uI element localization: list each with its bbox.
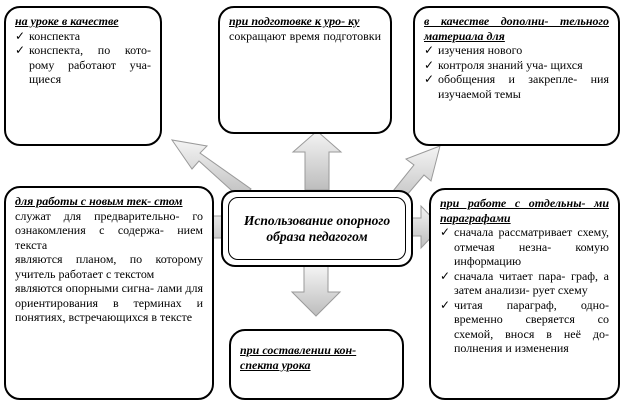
box-new-text: для работы с новым тек- стом служат для … <box>4 186 214 400</box>
box-new-text-paragraph: служат для предварительно- го ознакомлен… <box>15 208 203 252</box>
box-new-text-title: для работы с новым тек- стом <box>15 194 183 208</box>
arrow-to-lesson <box>170 139 252 200</box>
box-preparation: при подготовке к уро- ку сокращают время… <box>218 6 392 134</box>
box-lesson-title: на уроке в качестве <box>15 14 119 28</box>
box-summary-title: при составлении кон- спекта урока <box>240 343 357 372</box>
box-summary: при составлении кон- спекта урока <box>229 329 404 400</box>
list-item: конспекта <box>15 29 151 44</box>
box-preparation-title: при подготовке к уро- ку <box>229 14 360 28</box>
arrow-to-summary <box>290 265 342 317</box>
list-item: конспекта, по кото- рому работают уча- щ… <box>15 43 151 87</box>
box-additional-list: изучения нового контроля знаний уча- щих… <box>424 43 609 101</box>
box-paragraphs: при работе с отдельны- ми параграфами сн… <box>429 188 620 400</box>
box-new-text-paragraph: являются планом, по которому учитель раб… <box>15 252 203 281</box>
list-item: сначала рассматривает схему, отмечая нез… <box>440 225 609 269</box>
box-additional-title: в качестве дополни- тельного материала д… <box>424 14 609 43</box>
box-paragraphs-list: сначала рассматривает схему, отмечая нез… <box>440 225 609 356</box>
arrow-to-preparation <box>291 130 343 191</box>
center-title: Использование опорного образа педагогом <box>228 197 406 260</box>
list-item: читая параграф, одно- временно сверяется… <box>440 298 609 356</box>
box-lesson: на уроке в качестве конспекта конспекта,… <box>4 6 162 146</box>
box-new-text-paragraph: являются опорными сигна- лами для ориент… <box>15 281 203 324</box>
list-item: обобщения и закрепле- ния изучаемой темы <box>424 72 609 101</box>
list-item: контроля знаний уча- щихся <box>424 58 609 73</box>
center-node: Использование опорного образа педагогом <box>221 190 413 267</box>
box-lesson-list: конспекта конспекта, по кото- рому работ… <box>15 29 151 87</box>
box-additional: в качестве дополни- тельного материала д… <box>413 6 620 146</box>
box-preparation-text: сокращают время подготовки <box>229 28 381 43</box>
list-item: изучения нового <box>424 43 609 58</box>
list-item: сначала читает пара- граф, а затем анали… <box>440 269 609 298</box>
box-paragraphs-title: при работе с отдельны- ми параграфами <box>440 196 609 225</box>
